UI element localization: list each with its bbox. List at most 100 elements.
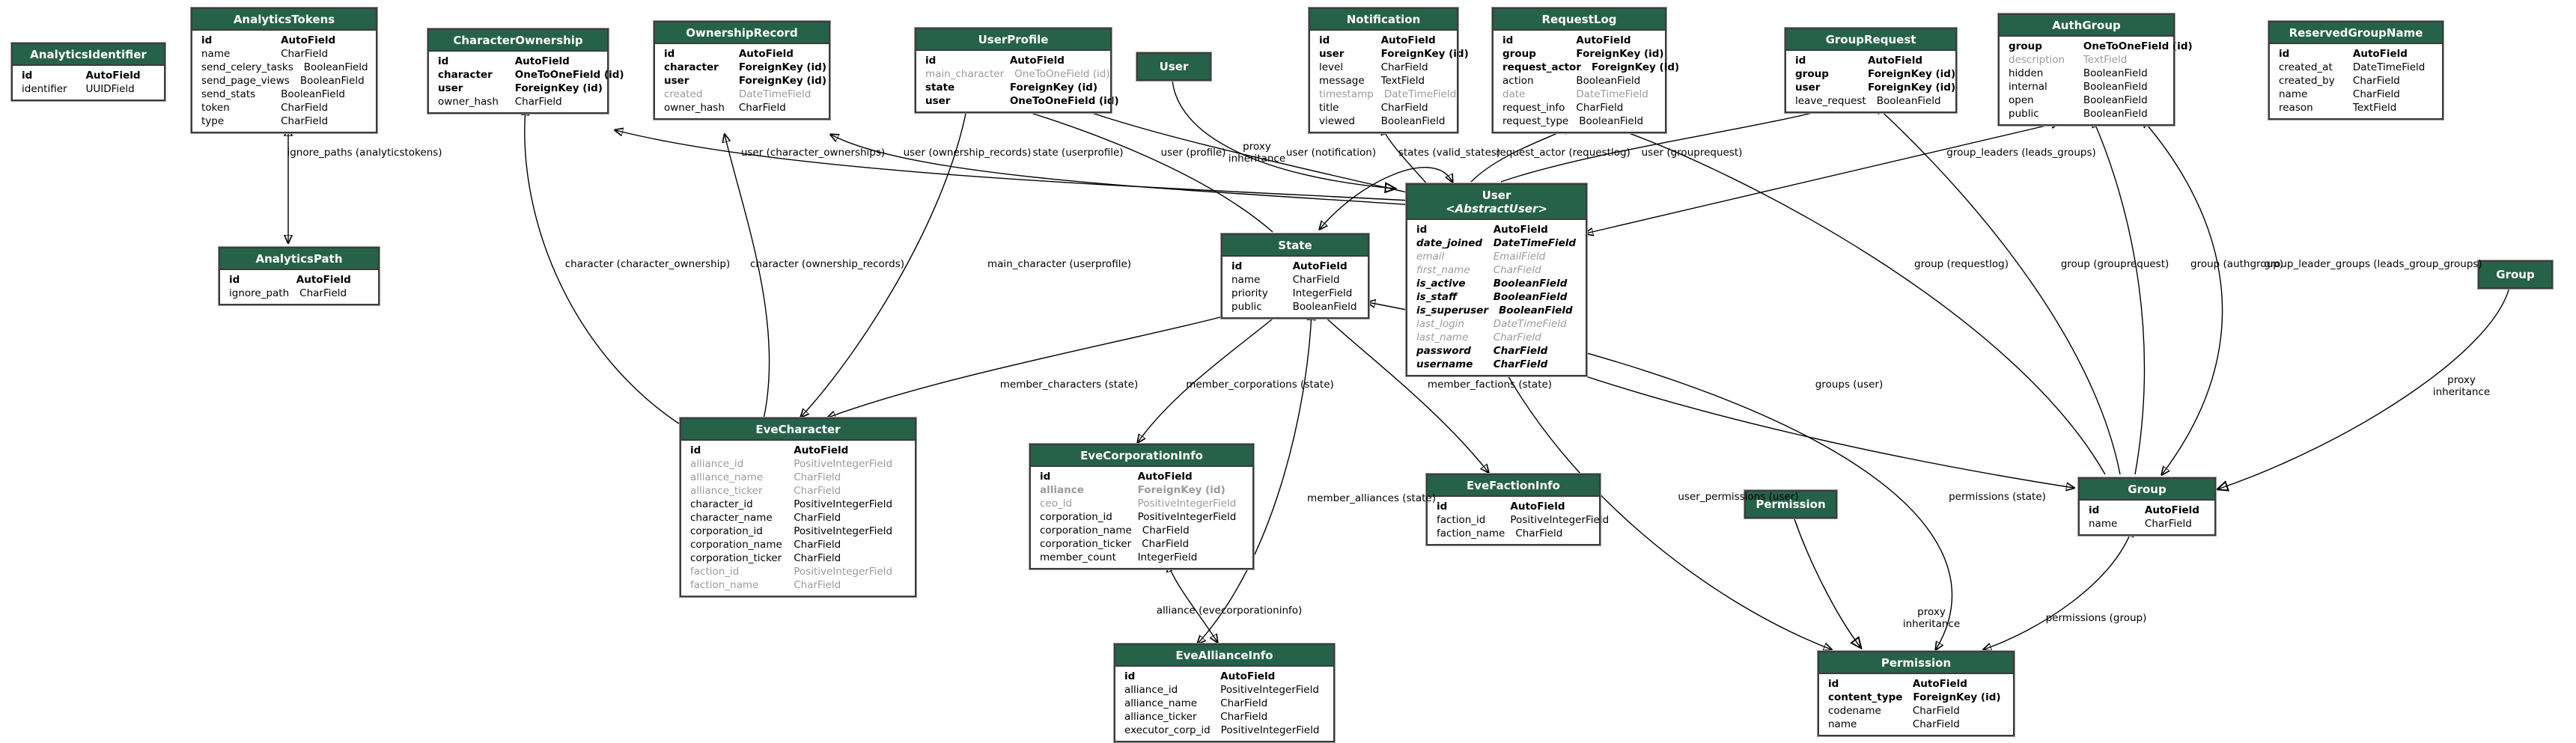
field-type: CharField: [2352, 75, 2400, 87]
field-name: user: [664, 75, 689, 87]
field-type: DateTimeField: [1493, 237, 1577, 249]
table-title: AnalyticsTokens: [233, 13, 335, 26]
edge-label-member_characters: member_characters (state): [999, 379, 1139, 391]
field-name: is_active: [1416, 278, 1466, 290]
field-name: id: [1319, 34, 1330, 46]
table-header: EveCorporationInfo: [1031, 445, 1252, 467]
field-type: AutoField: [1867, 55, 1923, 67]
field-type: PositiveIntegerField: [1220, 684, 1319, 696]
field-type: DateTimeField: [1576, 88, 1648, 100]
field-name: request_info: [1502, 102, 1565, 114]
field-name: alliance: [1040, 484, 1084, 496]
edge-character-ownershiprecords: [725, 135, 770, 420]
field-type: CharField: [1142, 538, 1190, 550]
edge-member-corporations: [1138, 311, 1282, 442]
field-name: corporation_ticker: [690, 552, 782, 564]
table-header: State: [1222, 235, 1368, 257]
field-type: BooleanField: [1493, 278, 1568, 290]
field-type: PositiveIntegerField: [794, 566, 893, 578]
field-type: BooleanField: [299, 75, 365, 87]
field-type: ForeignKey (id): [514, 82, 603, 94]
field-type: AutoField: [1009, 55, 1065, 67]
field-type: BooleanField: [1499, 305, 1573, 317]
edge-group-leader-groups: [2143, 120, 2223, 474]
field-type: CharField: [281, 115, 329, 127]
table-header: AnalyticsIdentifier: [13, 44, 164, 66]
field-name: email: [1416, 251, 1445, 263]
field-name: owner_hash: [664, 102, 725, 114]
field-type: PositiveIntegerField: [794, 498, 893, 510]
field-name: id: [1795, 55, 1806, 67]
field-name: id: [1124, 670, 1136, 682]
edge-state-userprofile: [1009, 106, 1273, 233]
field-name: id: [690, 444, 701, 456]
field-type: BooleanField: [1493, 291, 1568, 303]
field-name: faction_name: [1437, 528, 1505, 539]
edge-group-grouprequest: [1876, 106, 2121, 475]
edge-label-alliance_evecorp: alliance (evecorporationinfo): [1156, 605, 1303, 617]
field-type: UUIDField: [85, 83, 135, 95]
edge-label-group_requestlog: group (requestlog): [1914, 258, 2009, 270]
edge-label-user_charownerships: user (character_ownerships): [740, 147, 886, 159]
field-name: faction_id: [690, 566, 740, 578]
edge-label-state_userprofile: state (userprofile): [1032, 147, 1124, 159]
field-name: id: [1828, 678, 1839, 690]
edge-permissions-group: [1984, 529, 2132, 649]
field-type: AutoField: [281, 34, 336, 46]
field-name: state: [925, 82, 955, 94]
edge-user-ownershiprecords: [831, 135, 1414, 206]
edge-user-characterownerships: [615, 130, 1411, 201]
table-title: ReservedGroupName: [2289, 26, 2423, 40]
edge-label-group_grouprequest: group (grouprequest): [2060, 258, 2169, 270]
field-type: ForeignKey (id): [1576, 48, 1664, 60]
field-name: alliance_name: [690, 471, 764, 483]
edge-character-characterownership: [525, 108, 686, 429]
table-header: Group: [2080, 479, 2214, 501]
field-name: request_type: [1502, 115, 1569, 127]
table-header: AnalyticsPath: [220, 248, 378, 270]
field-type: BooleanField: [2083, 67, 2148, 79]
field-type: BooleanField: [2083, 94, 2148, 106]
edge-label-proxy_user: proxy inheritance: [1228, 141, 1286, 165]
table-title: EveFactionInfo: [1467, 479, 1560, 492]
field-type: EmailField: [1493, 251, 1546, 263]
edge-label-user_ownershiprecords: user (ownership_records): [903, 147, 1032, 159]
edge-groups-user: [1536, 359, 2074, 488]
field-name: public: [2009, 108, 2039, 120]
field-name: character_name: [690, 512, 773, 524]
field-type: IntegerField: [1137, 551, 1198, 563]
field-name: id: [201, 34, 213, 46]
field-name: member_count: [1040, 551, 1116, 563]
field-row: id AutoField: [192, 34, 376, 47]
table-title: EveAllianceInfo: [1175, 649, 1273, 662]
table-title: EveCharacter: [755, 423, 841, 436]
field-row: member_count IntegerField: [1031, 551, 1252, 564]
edge-label-user_notification: user (notification): [1285, 147, 1377, 159]
edge-label-groups_user: groups (user): [1815, 379, 1884, 391]
